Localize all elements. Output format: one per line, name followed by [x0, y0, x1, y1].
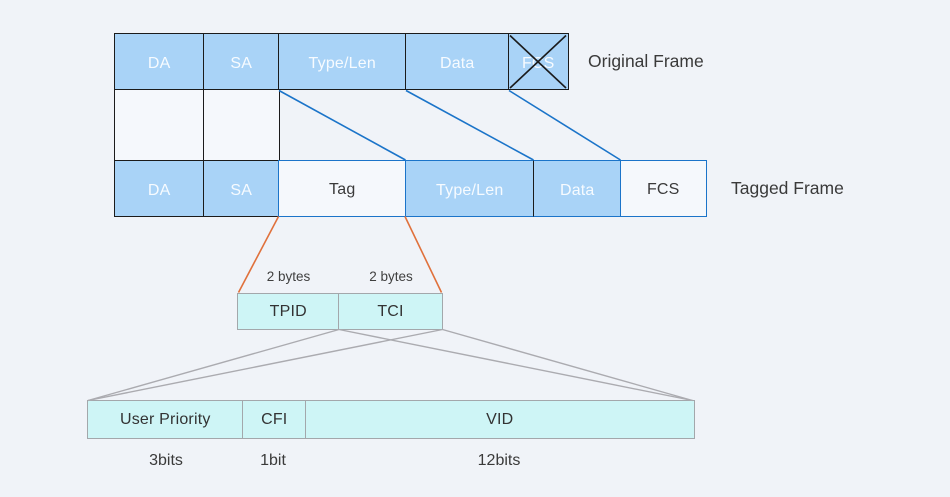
original-frame-cell-sa: SA [203, 33, 280, 90]
original-frame-cell-fcs-crossed: FCS [508, 33, 569, 90]
spacer-cell-sa [203, 88, 280, 162]
original-frame-cell-typelen: Type/Len [278, 33, 407, 90]
spacer-cell-da [114, 88, 205, 162]
original-frame-cell-data: Data [405, 33, 510, 90]
cfi-size-label: 1bit [260, 452, 286, 469]
tagged-frame-cell-da: DA [114, 160, 205, 217]
fcs-shift-line [508, 89, 621, 161]
tagged-frame-cell-typelen: Type/Len [405, 160, 535, 217]
tagged-frame-cell-data: Data [533, 160, 622, 217]
user-priority-size-label: 3bits [149, 452, 183, 469]
tag-expansion-cell-tci: TCI [338, 293, 443, 330]
tci-expand-line [87, 328, 340, 402]
original-frame-label: Original Frame [588, 51, 704, 71]
tagged-frame-cell-fcs: FCS [620, 160, 707, 217]
tagged-frame-label: Tagged Frame [731, 178, 844, 198]
tci-expansion-cell-vid: VID [305, 400, 695, 439]
tci-size-label: 2 bytes [369, 269, 413, 284]
tpid-size-label: 2 bytes [266, 269, 311, 284]
tci-expansion-cell-cfi: CFI [242, 400, 307, 439]
tci-expansion-cell-user-priority: User Priority [87, 400, 244, 439]
tci-expand-line [338, 328, 693, 402]
typelen-shift-line [278, 89, 406, 161]
tci-expand-line [442, 328, 693, 402]
tagged-frame-cell-sa: SA [203, 160, 280, 217]
tci-expand-line [87, 328, 443, 402]
tagged-frame-cell-tag: Tag [278, 160, 407, 217]
original-frame-cell-da: DA [114, 33, 205, 90]
data-shift-line [405, 89, 534, 161]
tag-expansion-cell-tpid: TPID [237, 293, 340, 330]
vid-size-label: 12bits [477, 452, 521, 469]
